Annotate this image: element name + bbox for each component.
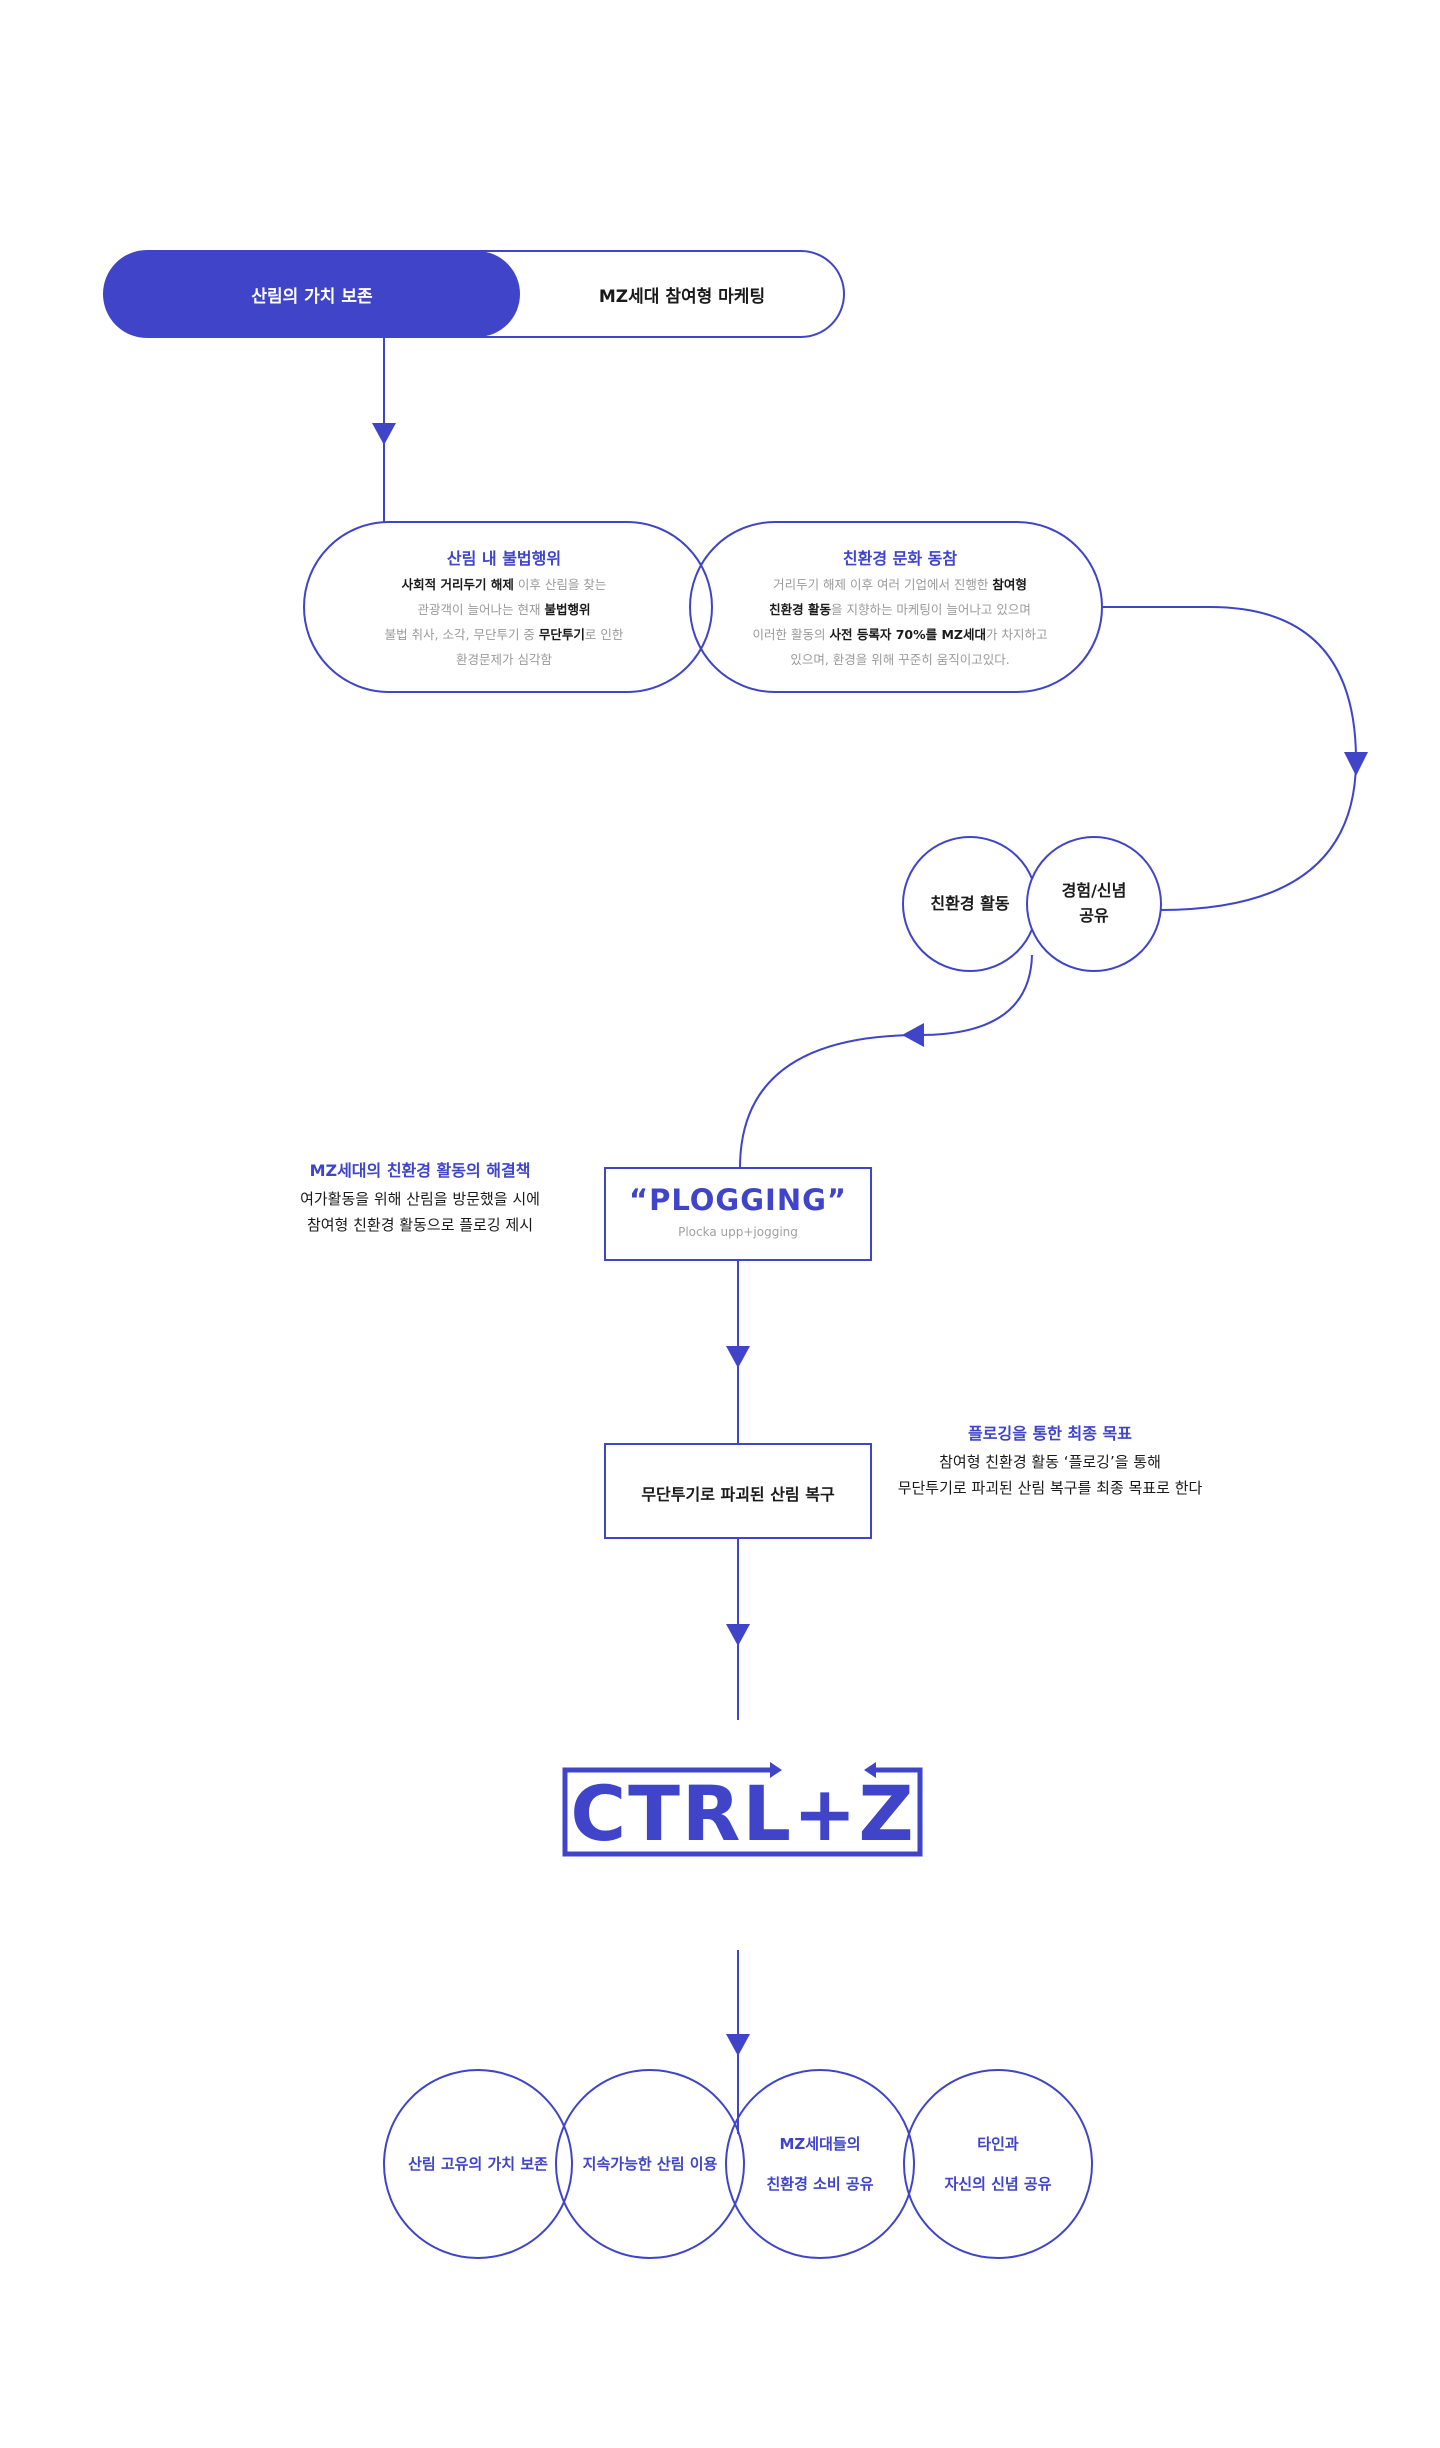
- small-circle-right-label: 경험/신념 공유: [1032, 878, 1156, 928]
- logo-frame: [562, 1767, 923, 1857]
- goal-3-line2: 친환경 소비 공유: [766, 2175, 874, 2193]
- arrow-head-2: [1344, 752, 1368, 776]
- small-circle-left-label: 친환경 활동: [930, 894, 1010, 913]
- arrow-head-1: [372, 423, 396, 445]
- bubble-left-title: 산림 내 불법행위: [446, 549, 562, 568]
- solution-body: 여가활동을 위해 산림을 방문했을 시에 참여형 친환경 활동으로 플로깅 제시: [260, 1186, 580, 1238]
- arrow-head-6: [726, 2034, 750, 2056]
- final-goal-line2: 무단투기로 파괴된 산림 복구를 최종 목표로 한다: [897, 1479, 1203, 1497]
- plogging-subtitle: Plocka upp+jogging: [678, 1225, 798, 1239]
- goal-circle-2-shape: [555, 2069, 745, 2259]
- toggle-active-segment[interactable]: [104, 251, 520, 337]
- toggle-active-label[interactable]: 산림의 가치 보존: [251, 287, 373, 307]
- bubble-left-l3-end: 로 인한: [584, 627, 624, 642]
- restore-box-shape: [604, 1443, 872, 1539]
- goal-label-4: 타인과 자신의 신념 공유: [908, 2124, 1088, 2204]
- logo-text: CTRL+Z: [570, 1769, 915, 1858]
- connector-curve-left: [739, 954, 1033, 1169]
- goal-label-3: MZ세대들의 친환경 소비 공유: [730, 2124, 910, 2204]
- bubble-right-body: 거리두기 해제 이후 여러 기업에서 진행한 참여형 친환경 활동을 지향하는 …: [700, 572, 1100, 672]
- bubble-left-l1-strong: 사회적 거리두기 해제: [401, 577, 514, 592]
- bubble-right-l2-strong: 친환경 활동: [769, 602, 831, 617]
- arrow-head-4: [726, 1346, 750, 1368]
- bubble-left-l3: 불법 취사, 소각, 무단투기 중: [384, 627, 539, 642]
- bubble-right-l3: 이러한 활동의: [752, 627, 830, 642]
- small-circle-right-line2: 공유: [1079, 906, 1109, 925]
- plogging-title: “PLOGGING”: [629, 1183, 847, 1217]
- bubble-right-l3-end: 가 차지하고: [985, 627, 1048, 642]
- bubble-left-l2: 관광객이 늘어나는 현재: [417, 602, 545, 617]
- goal-circle-4-shape: [903, 2069, 1093, 2259]
- goal-2-line1: 지속가능한 산림 이용: [582, 2155, 718, 2173]
- bubble-left-l4: 환경문제가 심각함: [456, 652, 552, 667]
- small-circle-right-shape: [1026, 836, 1162, 972]
- solution-line1: 여가활동을 위해 산림을 방문했을 시에: [300, 1190, 540, 1208]
- small-circle-right-line1: 경험/신념: [1061, 881, 1127, 900]
- bubble-right-l3-strong: 사전 등록자 70%를 MZ세대: [829, 627, 986, 642]
- final-goal-title: 플로깅을 통한 최종 목표: [968, 1424, 1132, 1443]
- bubble-right-l1: 거리두기 해제 이후 여러 기업에서 진행한: [773, 577, 993, 592]
- arrow-head-5: [726, 1624, 750, 1646]
- bubble-left-l2-strong: 불법행위: [544, 602, 591, 617]
- bubble-right-title: 친환경 문화 동참: [842, 549, 958, 568]
- solution-title: MZ세대의 친환경 활동의 해결책: [309, 1161, 531, 1180]
- goal-circle-1-shape: [383, 2069, 573, 2259]
- plogging-box-shape: [604, 1167, 872, 1261]
- arrow-head-3: [902, 1023, 924, 1047]
- goal-circle-3-shape: [725, 2069, 915, 2259]
- bubble-left-l1: 이후 산림을 찾는: [513, 577, 607, 592]
- solution-line2: 참여형 친환경 활동으로 플로깅 제시: [306, 1216, 534, 1234]
- final-goal-body: 참여형 친환경 활동 ‘플로깅’을 통해 무단투기로 파괴된 산림 복구를 최종…: [860, 1449, 1240, 1501]
- goal-1-line1: 산림 고유의 가치 보존: [408, 2155, 548, 2173]
- goal-3-line1: MZ세대들의: [779, 2135, 861, 2153]
- final-goal-line1: 참여형 친환경 활동 ‘플로깅’을 통해: [939, 1453, 1161, 1471]
- goal-label-2: 지속가능한 산림 이용: [560, 2144, 740, 2184]
- bubble-right-l1-strong: 참여형: [992, 577, 1027, 592]
- bubble-left-shape: [303, 521, 713, 693]
- bubble-left-l3-strong: 무단투기: [538, 627, 585, 642]
- goal-4-line2: 자신의 신념 공유: [944, 2175, 1052, 2193]
- bubble-left-body: 사회적 거리두기 해제 이후 산림을 찾는 관광객이 늘어나는 현재 불법행위 …: [304, 572, 704, 672]
- logo-frame-arrow-right: [864, 1762, 876, 1778]
- toggle-inactive-label[interactable]: MZ세대 참여형 마케팅: [598, 287, 766, 307]
- bubble-right-l2: 을 지향하는 마케팅이 늘어나고 있으며: [830, 602, 1031, 617]
- restore-label: 무단투기로 파괴된 산림 복구: [641, 1485, 835, 1504]
- bubble-right-l4: 있으며, 환경을 위해 꾸준히 움직이고있다.: [790, 652, 1010, 667]
- goal-label-1: 산림 고유의 가치 보존: [388, 2144, 568, 2184]
- logo-frame-arrow-left: [770, 1762, 782, 1778]
- goal-4-line1: 타인과: [977, 2135, 1019, 2153]
